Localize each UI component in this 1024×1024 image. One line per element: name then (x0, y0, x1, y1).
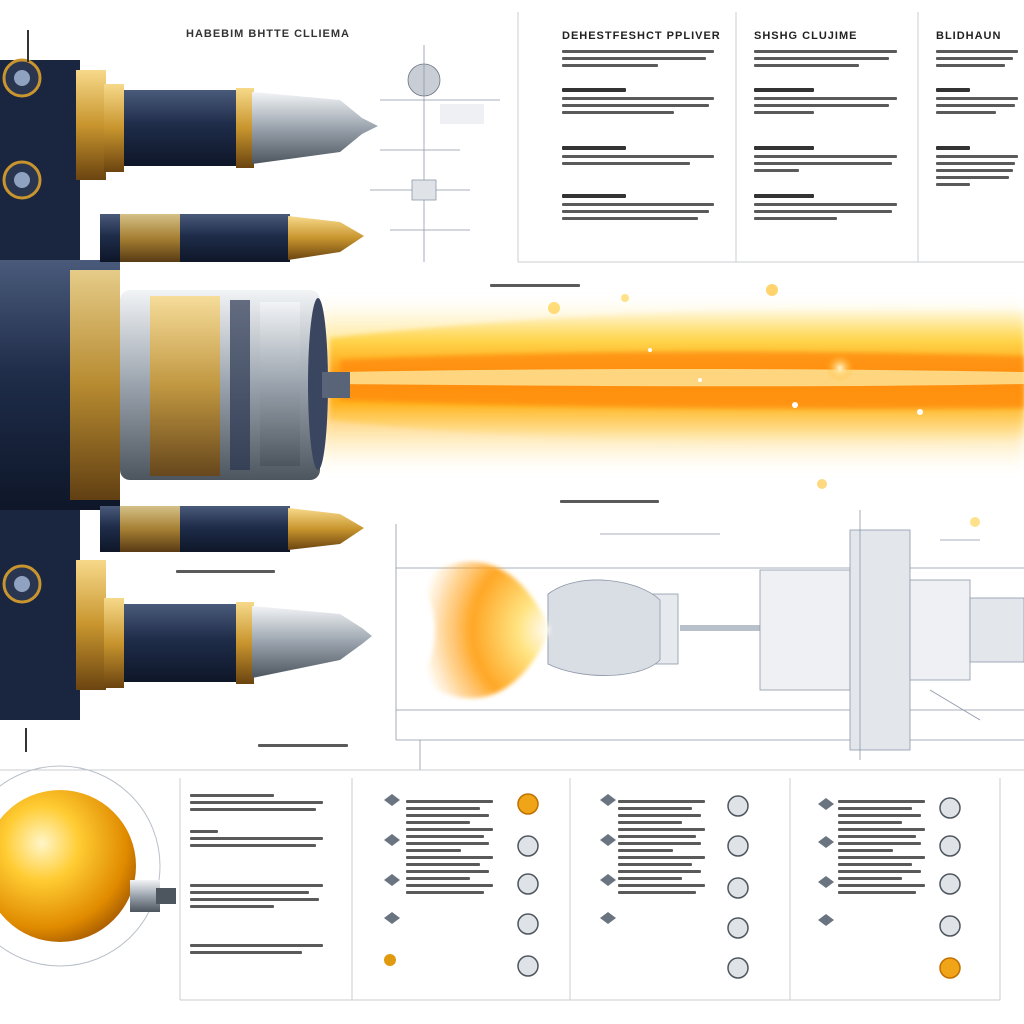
text-block (560, 496, 670, 507)
fuel-sphere-icon (0, 765, 176, 967)
lens-icon (517, 793, 961, 979)
bottom-panel-frame (0, 769, 1024, 1001)
text-block (190, 790, 330, 815)
column-title-3: BLIDHAUN (936, 30, 1002, 42)
column-title-2: SHSHG CLUJIME (754, 30, 858, 42)
text-block (838, 796, 930, 898)
text-block (562, 190, 722, 224)
text-block (754, 142, 904, 176)
bullet-icon (384, 794, 834, 966)
exhaust-burst-icon (420, 561, 550, 699)
text-block (190, 940, 330, 958)
text-block (190, 880, 330, 912)
sheet-title: HABEBIM BHTTE CLLIEMA (186, 28, 350, 40)
text-block (562, 142, 722, 169)
top-text-panel (517, 12, 1024, 263)
text-block (258, 740, 358, 751)
text-block (406, 796, 498, 898)
text-block (490, 280, 590, 291)
exhaust-plume-icon (320, 284, 1024, 527)
text-block (618, 796, 710, 898)
text-block (176, 566, 286, 577)
engine-cluster-icon (0, 30, 378, 752)
column-title-1: DEHESTFESHCT PPLIVER (562, 30, 721, 42)
text-block (754, 84, 904, 118)
text-block (562, 46, 722, 71)
text-block (562, 84, 722, 118)
wireframe-engine-icon (370, 45, 500, 262)
blueprint-diagram (395, 510, 1024, 770)
text-block (936, 46, 1022, 71)
text-block (190, 826, 330, 851)
text-block (936, 142, 1022, 190)
text-block (754, 190, 904, 224)
text-block (754, 46, 904, 71)
text-block (936, 84, 1022, 118)
